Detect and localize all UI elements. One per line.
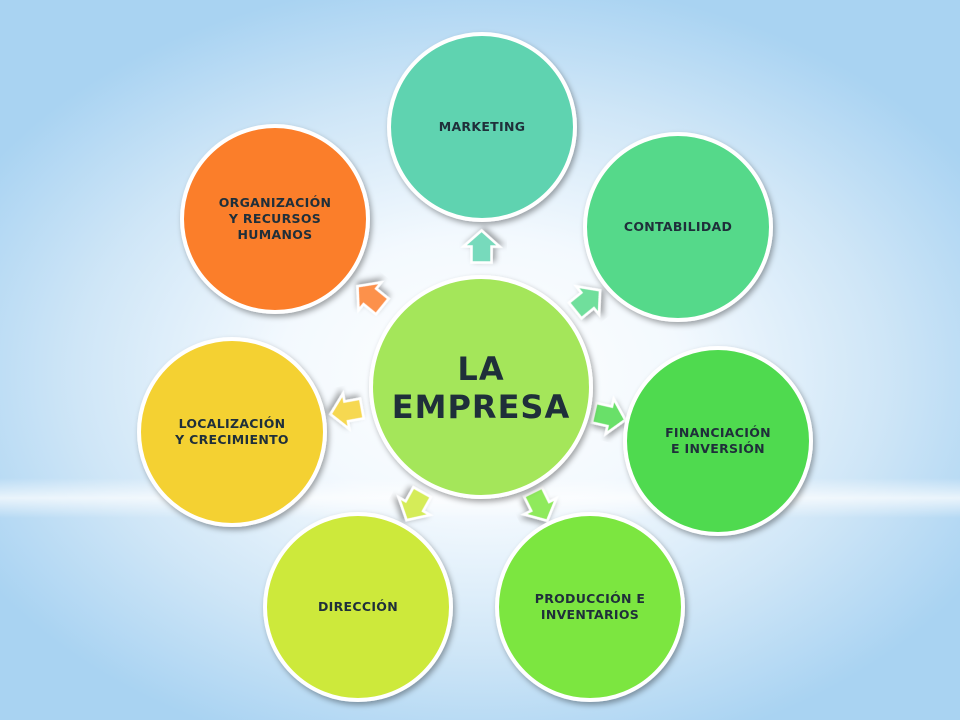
- node-circle: [623, 346, 813, 536]
- node-label-line: INVENTARIOS: [541, 607, 639, 622]
- arrow-shape: [328, 390, 366, 433]
- node-label-line: FINANCIACIÓN: [665, 425, 771, 440]
- node-circle: [137, 337, 327, 527]
- node-label-line: DIRECCIÓN: [318, 599, 398, 614]
- center-circle: [369, 275, 593, 499]
- node-label-line: CONTABILIDAD: [624, 219, 732, 234]
- arrow-contabilidad: [567, 284, 602, 320]
- node-direccion: DIRECCIÓN: [263, 512, 453, 702]
- arrow-produccion: [520, 485, 559, 523]
- arrows-layer: [328, 228, 627, 523]
- node-circle: [180, 124, 370, 314]
- node-contabilidad: CONTABILIDAD: [583, 132, 773, 322]
- arrow-shape: [460, 228, 503, 264]
- center-label-line-2: EMPRESA: [392, 388, 570, 426]
- node-label-line: Y RECURSOS: [228, 211, 321, 226]
- node-circle: [387, 32, 577, 222]
- node-circle: [583, 132, 773, 322]
- node-circle: [495, 512, 685, 702]
- node-label-line: E INVERSIÓN: [671, 441, 765, 456]
- arrow-shape: [567, 284, 602, 320]
- node-marketing: MARKETING: [387, 32, 577, 222]
- node-label-line: LOCALIZACIÓN: [179, 416, 286, 431]
- node-label-line: PRODUCCIÓN E: [535, 591, 646, 606]
- node-label-line: HUMANOS: [238, 227, 313, 242]
- arrow-direccion: [396, 485, 434, 522]
- center-layer: LA EMPRESA: [369, 275, 593, 499]
- arrow-organizacion: [356, 280, 391, 316]
- arrow-shape: [520, 485, 559, 523]
- arrow-shape: [590, 395, 627, 437]
- arrow-localizacion: [328, 390, 366, 433]
- node-label-line: ORGANIZACIÓN: [219, 195, 332, 210]
- node-circle: [263, 512, 453, 702]
- arrow-shape: [396, 485, 434, 522]
- center-label-line-1: LA: [457, 350, 504, 388]
- arrow-financiacion: [590, 395, 627, 437]
- node-label-line: Y CRECIMIENTO: [174, 432, 289, 447]
- arrow-shape: [356, 280, 391, 316]
- arrow-marketing: [460, 228, 503, 264]
- node-label-line: MARKETING: [439, 119, 526, 134]
